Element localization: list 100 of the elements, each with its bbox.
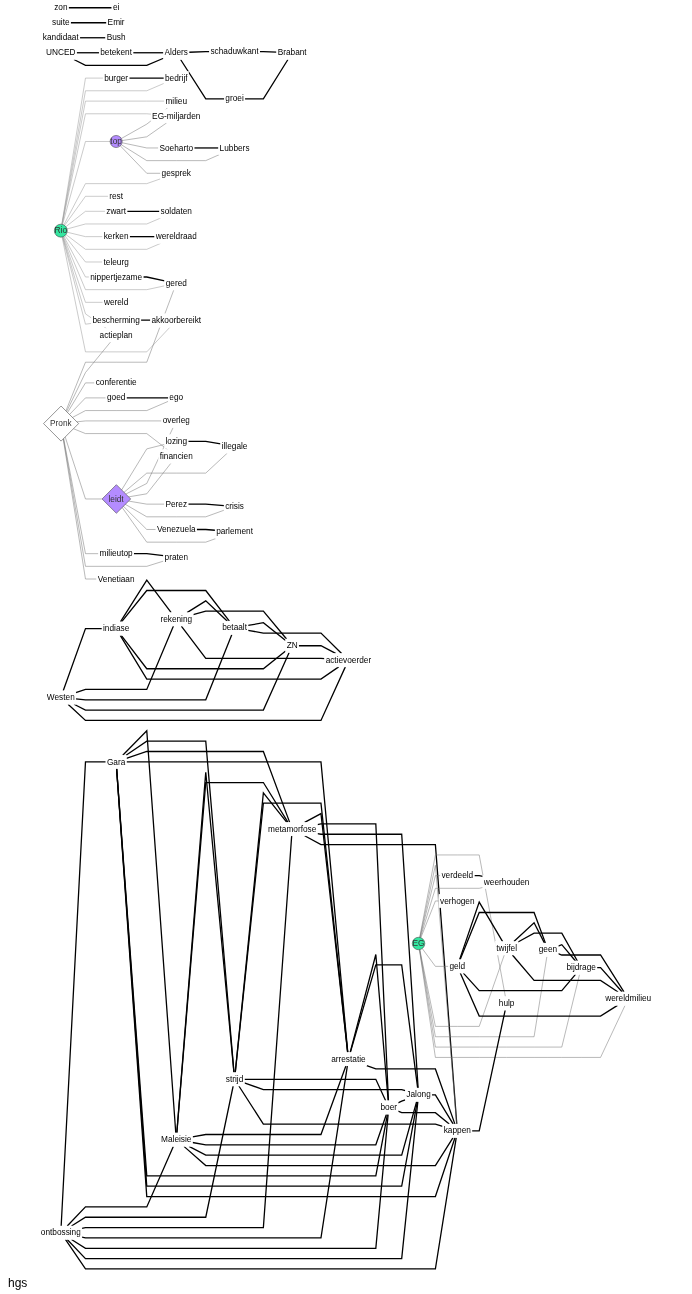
node-text: goed: [106, 393, 126, 403]
connector: [128, 462, 172, 498]
node-text: Brabant: [277, 48, 307, 57]
connector: [79, 37, 107, 39]
connector: [142, 276, 166, 282]
connector: [63, 236, 165, 290]
connector: [128, 500, 165, 505]
connector: [67, 666, 346, 722]
connector: [459, 911, 547, 961]
connector: [304, 812, 349, 1054]
node-text: teleurg: [103, 257, 129, 267]
connector: [69, 397, 107, 415]
connector: [63, 438, 99, 554]
connector: [511, 954, 619, 993]
node-text: wereld: [103, 297, 129, 307]
connector: [63, 438, 164, 567]
connector: [122, 729, 177, 1134]
connector: [188, 50, 211, 53]
connector: [557, 943, 577, 962]
connector: [121, 444, 165, 491]
node-text: gesprek: [161, 168, 191, 178]
connector: [67, 382, 95, 413]
connector: [244, 58, 289, 100]
connector: [419, 949, 548, 1037]
connector: [81, 1065, 348, 1239]
connector: [63, 178, 161, 226]
connector: [126, 210, 161, 212]
node-text: milieu: [165, 96, 188, 106]
connector: [60, 761, 107, 1227]
node-text: illegale: [221, 441, 248, 451]
connector: [349, 953, 389, 1102]
connector: [66, 231, 103, 237]
node-text: zon: [54, 3, 68, 12]
connector: [64, 196, 109, 226]
node-text: bijdrage: [566, 963, 596, 972]
connector: [316, 823, 390, 1102]
connector: [243, 1082, 406, 1092]
connector: [66, 1145, 174, 1227]
node-text: praten: [164, 552, 188, 562]
node-text: rest: [109, 191, 124, 201]
connector: [179, 58, 225, 100]
node-diamond: Pronk: [43, 405, 79, 442]
node-text: gered: [165, 278, 187, 288]
connector: [596, 967, 623, 993]
connector: [73, 57, 165, 67]
node-text: Emir: [107, 18, 125, 27]
node-text: Lubbers: [219, 143, 250, 153]
connector: [234, 802, 349, 1074]
node-text: actievoerder: [325, 655, 372, 665]
connector: [517, 932, 579, 962]
connector: [431, 1094, 454, 1125]
connector: [121, 142, 159, 149]
node-text: wereldmilieu: [605, 994, 652, 1003]
connector: [62, 627, 103, 692]
connector: [471, 1009, 506, 1132]
node-text: Venetiaan: [97, 574, 135, 584]
connector: [128, 236, 156, 238]
connector: [72, 401, 169, 418]
node-diamond: leidt: [101, 484, 131, 514]
connector: [259, 50, 278, 53]
connector: [397, 1110, 450, 1125]
connector: [62, 236, 92, 325]
node-text: UNCED: [46, 48, 76, 57]
node-text: parlement: [216, 527, 253, 536]
node-text: bedrijf: [164, 73, 188, 83]
connector: [247, 622, 287, 642]
node-text: zwart: [106, 206, 127, 216]
connector: [124, 504, 225, 518]
node-circle: EG: [412, 937, 426, 950]
node-text: arrestatie: [331, 1054, 366, 1064]
node-text: nippertjezame: [90, 272, 143, 282]
connector: [70, 1113, 389, 1249]
connector: [123, 505, 157, 530]
connector: [397, 1099, 406, 1104]
connector: [187, 440, 222, 445]
node-text: groei: [225, 94, 244, 103]
connector: [62, 236, 104, 303]
node-circle: Rio: [54, 223, 68, 238]
connector: [65, 289, 174, 412]
connector: [419, 865, 457, 1125]
connector: [420, 900, 440, 938]
connector: [120, 589, 231, 623]
connector: [75, 625, 175, 694]
connector: [120, 634, 287, 670]
connector: [75, 52, 100, 54]
node-text: ei: [112, 3, 120, 12]
connector: [81, 835, 293, 1229]
connector: [462, 972, 577, 992]
node-text: Alders: [164, 48, 188, 57]
connector: [316, 832, 419, 1089]
connector: [66, 217, 161, 230]
connector: [243, 1078, 387, 1102]
connector: [69, 22, 108, 24]
connector: [366, 1065, 456, 1125]
node-text: crisis: [225, 501, 244, 511]
node-text: Bush: [106, 33, 126, 42]
node-text: wereldraad: [155, 232, 197, 241]
connector: [419, 949, 626, 1058]
node-text: burger: [104, 73, 129, 83]
connector: [61, 113, 152, 225]
